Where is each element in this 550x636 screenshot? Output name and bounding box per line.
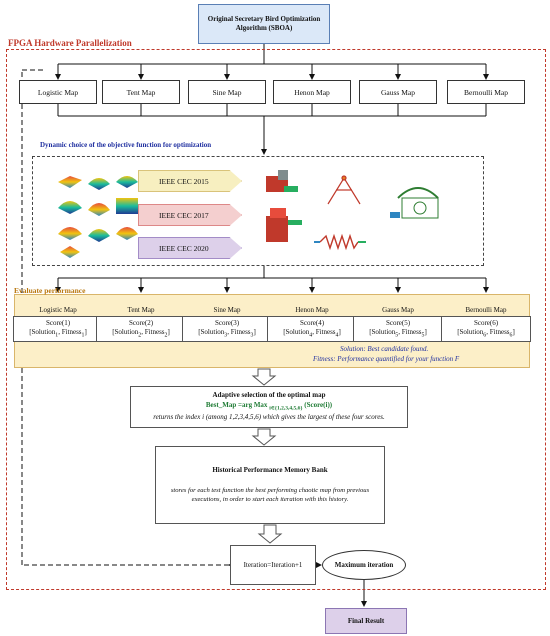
score-map-label: Bernoulli Map — [465, 306, 507, 314]
score-label: Score(2) — [128, 318, 154, 327]
fpga-title: FPGA Hardware Parallelization — [8, 38, 132, 48]
map-logistic: Logistic Map — [19, 80, 97, 104]
score-box-3: Score(3) [Solution3, Fitness3] — [182, 316, 272, 342]
adaptive-formula: Best_Map =arg Max i∈{1,2,3,4,5,6} (Score… — [205, 400, 333, 412]
score-box-5: Score(5) [Solution5, Fitness5] — [353, 316, 443, 342]
memory-bank-box: Historical Performance Memory Bank store… — [155, 446, 385, 524]
score-pair: [Solution1, Fitness1] — [29, 327, 87, 338]
score-pair: [Solution3, Fitness3] — [198, 327, 256, 338]
gear-reducer-icon — [266, 170, 298, 192]
start-box: Original Secretary Bird Optimization Alg… — [198, 4, 330, 44]
welded-beam-icon — [390, 187, 439, 219]
score-label: Score(3) — [214, 318, 240, 327]
score-box-4: Score(4) [Solution4, Fitness4] — [267, 316, 357, 342]
final-result-box: Final Result — [325, 608, 407, 634]
evaluate-title: Evaluate performance — [14, 286, 86, 295]
score-label: Score(1) — [45, 318, 71, 327]
fpga-frame — [6, 49, 546, 590]
score-label: Score(4) — [299, 318, 325, 327]
map-henon: Henon Map — [273, 80, 351, 104]
score-map-label: Sine Map — [213, 306, 241, 314]
map-sine: Sine Map — [188, 80, 266, 104]
score-label: Score(5) — [385, 318, 411, 327]
cec-2020-banner: IEEE CEC 2020 — [138, 237, 242, 259]
engineering-problems-icon — [266, 170, 439, 251]
score-pair: [Solution5, Fitness5] — [369, 327, 427, 338]
adaptive-title: Adaptive selection of the optimal map — [212, 391, 326, 400]
start-line1: Original Secretary Bird Optimization — [207, 14, 321, 23]
cec-2015-banner: IEEE CEC 2015 — [138, 170, 242, 192]
start-line2: Algorithm (SBOA) — [235, 24, 293, 32]
score-map-label: Gauss Map — [382, 306, 414, 314]
max-iteration-decision: Maximum iteration — [322, 550, 406, 580]
truss-icon — [327, 175, 361, 205]
engineering-pictograms — [258, 168, 458, 265]
landscape-plots-icon — [58, 176, 138, 258]
adaptive-description: returns the index i (among 1,2,3,4,5,6) … — [153, 413, 385, 422]
dynamic-title: Dynamic choice of the objective function… — [40, 141, 212, 149]
score-box-2: Score(2) [Solution2, Fitness2] — [96, 316, 186, 342]
map-tent: Tent Map — [102, 80, 180, 104]
memory-title: Historical Performance Memory Bank — [212, 465, 328, 474]
score-box-1: Score(1) [Solution1, Fitness1] — [13, 316, 103, 342]
note-fitness: Fitness: Performance quantified for your… — [313, 355, 460, 363]
map-gauss: Gauss Map — [359, 80, 437, 104]
score-pair: [Solution2, Fitness2] — [112, 327, 170, 338]
adaptive-selection-box: Adaptive selection of the optimal map Be… — [130, 386, 408, 428]
cec-2017-banner: IEEE CEC 2017 — [138, 204, 242, 226]
spring-icon — [314, 233, 366, 251]
score-pair: [Solution4, Fitness4] — [283, 327, 341, 338]
score-label: Score(6) — [473, 318, 499, 327]
score-map-label: Tent Map — [127, 306, 155, 314]
memory-description: stores for each test function the best p… — [170, 486, 370, 503]
iteration-box: Iteration=Iteration+1 — [230, 545, 316, 585]
note-solution: Solution: Best candidate found. — [340, 345, 429, 353]
vessel-icon — [266, 208, 302, 242]
score-box-6: Score(6) [Solution6, Fitness6] — [441, 316, 531, 342]
map-bernoulli: Bernoulli Map — [447, 80, 525, 104]
score-pair: [Solution6, Fitness6] — [457, 327, 515, 338]
score-map-label: Henon Map — [295, 306, 329, 314]
landscape-thumbnails — [56, 168, 140, 263]
score-map-label: Logistic Map — [39, 306, 77, 314]
